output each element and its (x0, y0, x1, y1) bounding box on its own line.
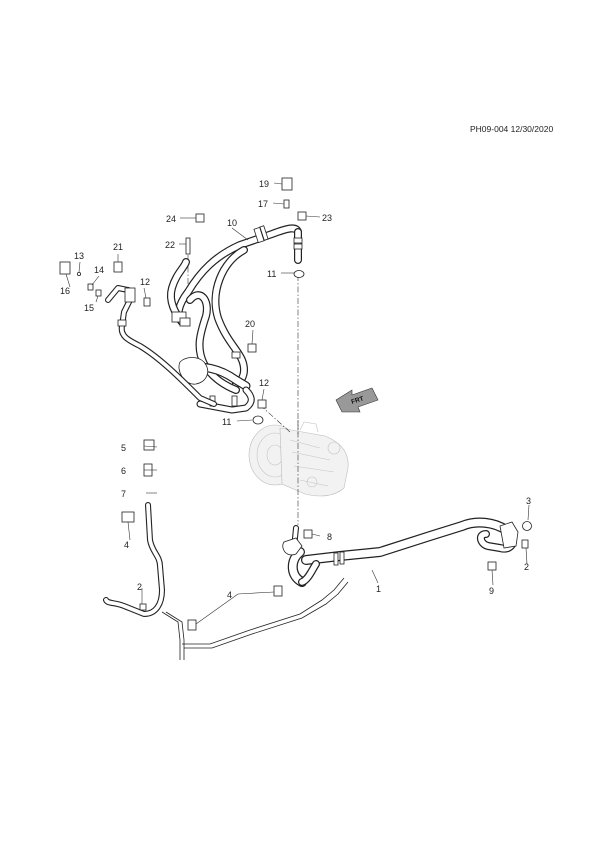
callout-19: 19 (259, 179, 269, 189)
callout-10: 10 (227, 218, 237, 228)
callout-4-left: 4 (124, 540, 129, 550)
callout-2-left: 2 (137, 582, 142, 592)
callout-3: 3 (526, 496, 531, 506)
callout-6: 6 (121, 466, 126, 476)
callout-17: 17 (258, 199, 268, 209)
callout-12-left: 12 (140, 277, 150, 287)
document-id: PH09-004 12/30/2020 (470, 124, 554, 134)
callout-5: 5 (121, 443, 126, 453)
callout-11-lower: 11 (222, 417, 231, 427)
callout-1: 1 (376, 584, 381, 594)
callout-7: 7 (121, 489, 126, 499)
callout-23: 23 (322, 213, 332, 223)
direction-arrow-label: FRT (350, 395, 364, 406)
callout-21: 21 (113, 242, 123, 252)
callout-2-right: 2 (524, 562, 529, 572)
callout-15: 15 (84, 303, 94, 313)
callout-14: 14 (94, 265, 104, 275)
callout-9: 9 (489, 586, 494, 596)
callout-4-center: 4 (227, 590, 232, 600)
callout-12-center: 12 (259, 378, 269, 388)
small-line-left (59, 261, 217, 407)
compressor-icon (248, 421, 349, 497)
callout-13: 13 (74, 251, 84, 261)
callout-24: 24 (166, 214, 176, 224)
hose-assembly-upper (167, 224, 303, 414)
callout-11-upper: 11 (267, 269, 276, 279)
direction-arrow-icon: FRT (335, 387, 379, 413)
callout-8: 8 (327, 532, 332, 542)
callout-16: 16 (60, 286, 70, 296)
callout-22: 22 (165, 240, 175, 250)
hose-assembly-lower (282, 517, 519, 587)
callout-20: 20 (245, 319, 255, 329)
